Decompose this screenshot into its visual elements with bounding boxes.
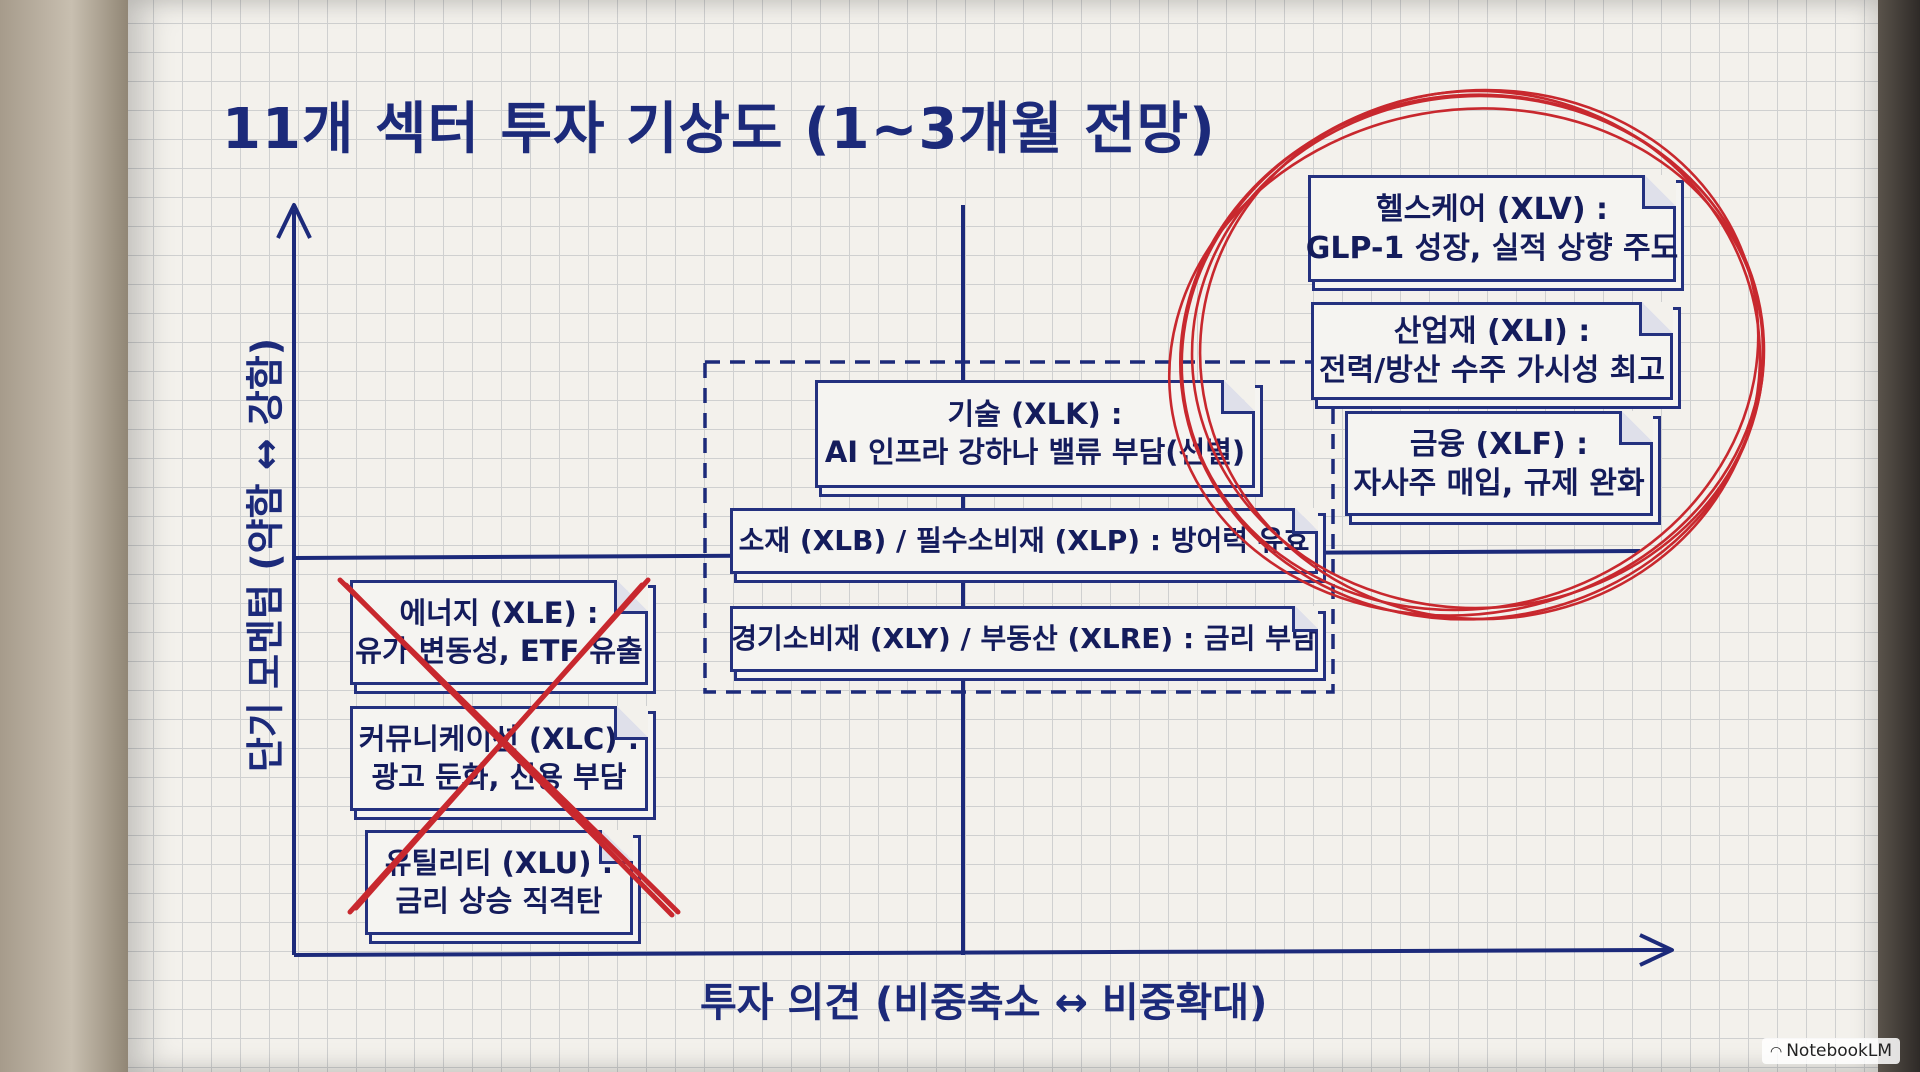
note-energy: 에너지 (XLE) : 유가 변동성, ETF 유출 [350, 580, 648, 685]
x-axis-arrowhead [1639, 933, 1674, 967]
notebooklm-logo-icon: ◠ [1770, 1044, 1783, 1060]
note-fold-corner [1642, 175, 1676, 209]
note-communication-title: 커뮤니케이션 (XLC) : [358, 721, 640, 756]
note-fold-corner [599, 830, 633, 864]
note-financials-title: 금융 (XLF) : [1409, 426, 1589, 462]
note-industrials-desc: 전력/방산 수주 가시성 최고 [1319, 353, 1665, 388]
note-fold-corner [1292, 606, 1318, 632]
left-notebook-page [0, 0, 130, 1072]
note-healthcare: 헬스케어 (XLV) : GLP-1 성장, 실적 상향 주도 [1305, 175, 1679, 282]
note-industrials: 산업재 (XLI) : 전력/방산 수주 가시성 최고 [1311, 302, 1673, 400]
y-axis-arrowhead [276, 203, 312, 239]
note-communication: 커뮤니케이션 (XLC) : 광고 둔화, 신용 부담 [350, 706, 648, 811]
notebook-right-edge [1878, 0, 1920, 1072]
note-fold-corner [614, 706, 648, 740]
note-discretionary-realestate: 경기소비재 (XLY) / 부동산 (XLRE) : 금리 부담 [730, 606, 1318, 672]
note-materials-staples-text: 소재 (XLB) / 필수소비재 (XLP) : 방어력 유효 [738, 523, 1310, 557]
note-fold-corner [1639, 302, 1673, 336]
y-axis-label: 단기 모멘텀 (약함 ↔ 강함) [243, 337, 288, 773]
note-fold-corner [1292, 508, 1318, 534]
note-technology-desc: AI 인프라 강하나 밸류 부담(선별) [824, 435, 1246, 469]
notebooklm-watermark: ◠NotebookLM [1762, 1038, 1901, 1064]
note-healthcare-title: 헬스케어 (XLV) : [1375, 191, 1609, 227]
note-fold-corner [614, 580, 648, 614]
x-axis-label: 투자 의견 (비중축소 ↔ 비중확대) [700, 980, 1268, 1026]
note-energy-desc: 유가 변동성, ETF 유출 [355, 633, 643, 668]
note-financials: 금융 (XLF) : 자사주 매입, 규제 완화 [1345, 411, 1653, 516]
note-fold-corner [1619, 411, 1653, 445]
note-industrials-title: 산업재 (XLI) : [1393, 314, 1591, 349]
note-materials-staples: 소재 (XLB) / 필수소비재 (XLP) : 방어력 유효 [730, 508, 1318, 574]
note-discretionary-realestate-text: 경기소비재 (XLY) / 부동산 (XLRE) : 금리 부담 [731, 621, 1317, 655]
note-utilities: 유틸리티 (XLU) : 금리 상승 직격탄 [365, 830, 633, 935]
note-fold-corner [1221, 380, 1255, 414]
page-title: 11개 섹터 투자 기상도 (1~3개월 전망) [222, 97, 1216, 162]
note-energy-title: 에너지 (XLE) : [399, 595, 599, 630]
note-healthcare-desc: GLP-1 성장, 실적 상향 주도 [1305, 230, 1679, 266]
note-financials-desc: 자사주 매입, 규제 완화 [1353, 465, 1645, 501]
neutral-zone-dashed-box [703, 360, 1335, 694]
note-utilities-desc: 금리 상승 직격탄 [395, 883, 603, 918]
note-technology: 기술 (XLK) : AI 인프라 강하나 밸류 부담(선별) [815, 380, 1255, 488]
note-communication-desc: 광고 둔화, 신용 부담 [371, 759, 627, 794]
x-axis-line [293, 948, 1669, 957]
watermark-text: NotebookLM [1786, 1041, 1893, 1061]
note-technology-title: 기술 (XLK) : [947, 397, 1123, 432]
note-utilities-title: 유틸리티 (XLU) : [384, 845, 614, 880]
